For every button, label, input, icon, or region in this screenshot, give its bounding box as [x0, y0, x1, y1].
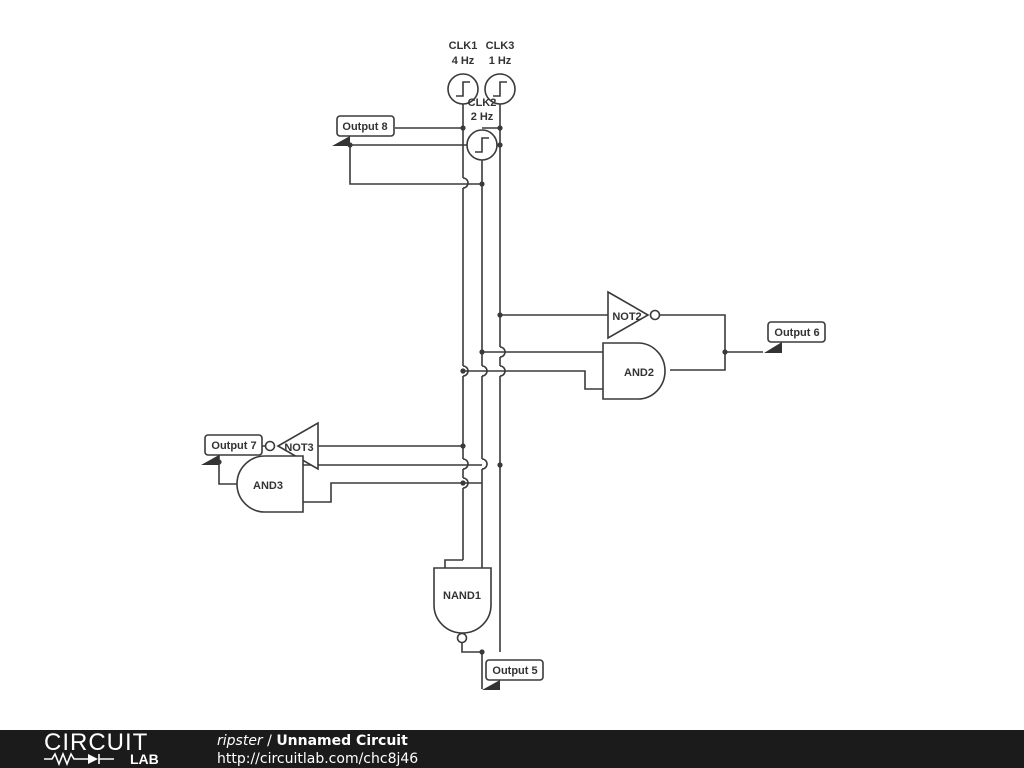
output-label: Output 5 [492, 665, 537, 677]
gate-nand1[interactable]: NAND1 [433, 567, 492, 644]
clock-clk1[interactable]: CLK1 4 Hz [447, 40, 479, 105]
clock-frequency-label: 1 Hz [489, 55, 512, 67]
clock-name-label: CLK2 [468, 97, 497, 109]
output-8[interactable]: Output 8 [332, 115, 395, 146]
clock-clk3[interactable]: CLK3 1 Hz [484, 40, 516, 105]
circuit-byline: ripster / Unnamed Circuit [217, 732, 408, 750]
gate-label: AND2 [624, 367, 654, 379]
logo-text-bottom: LAB [130, 751, 159, 767]
square-wave-icon [475, 137, 489, 153]
gate-label: NOT3 [284, 442, 313, 454]
junction-dots [216, 125, 728, 655]
output-7[interactable]: Output 7 [201, 434, 263, 465]
square-wave-icon [493, 81, 507, 97]
output-6[interactable]: Output 6 [764, 321, 826, 353]
output-label: Output 7 [211, 440, 256, 452]
circuit-url[interactable]: http://circuitlab.com/chc8j46 [217, 751, 419, 767]
wires [218, 104, 763, 689]
byline-separator: / [262, 733, 277, 749]
resistor-diode-icon [44, 752, 114, 766]
output-label: Output 8 [342, 121, 387, 133]
circuit-schematic: CLK1 4 Hz CLK3 1 Hz CLK2 2 Hz Output 8 N… [201, 40, 826, 690]
gate-not3[interactable]: NOT3 [264, 421, 319, 471]
gate-and3[interactable]: AND3 [236, 455, 304, 513]
gate-label: AND3 [253, 480, 283, 492]
square-wave-icon [456, 81, 470, 97]
clock-frequency-label: 4 Hz [452, 55, 475, 67]
logo-text-top: CIRCUIT [44, 729, 149, 756]
clock-name-label: CLK3 [486, 40, 515, 52]
gate-not2[interactable]: NOT2 [607, 290, 661, 340]
footer-bar: CIRCUIT LAB ripster / Unnamed Circuit ht… [0, 730, 1024, 768]
gate-label: NAND1 [443, 590, 481, 602]
gate-label: NOT2 [612, 311, 641, 323]
author-name[interactable]: ripster [217, 733, 263, 749]
clock-name-label: CLK1 [449, 40, 478, 52]
output-label: Output 6 [774, 327, 819, 339]
clock-clk2[interactable]: CLK2 2 Hz [466, 97, 498, 161]
circuit-title: Unnamed Circuit [276, 733, 408, 749]
clock-frequency-label: 2 Hz [471, 111, 494, 123]
gate-and2[interactable]: AND2 [602, 342, 666, 400]
output-5[interactable]: Output 5 [482, 659, 544, 690]
